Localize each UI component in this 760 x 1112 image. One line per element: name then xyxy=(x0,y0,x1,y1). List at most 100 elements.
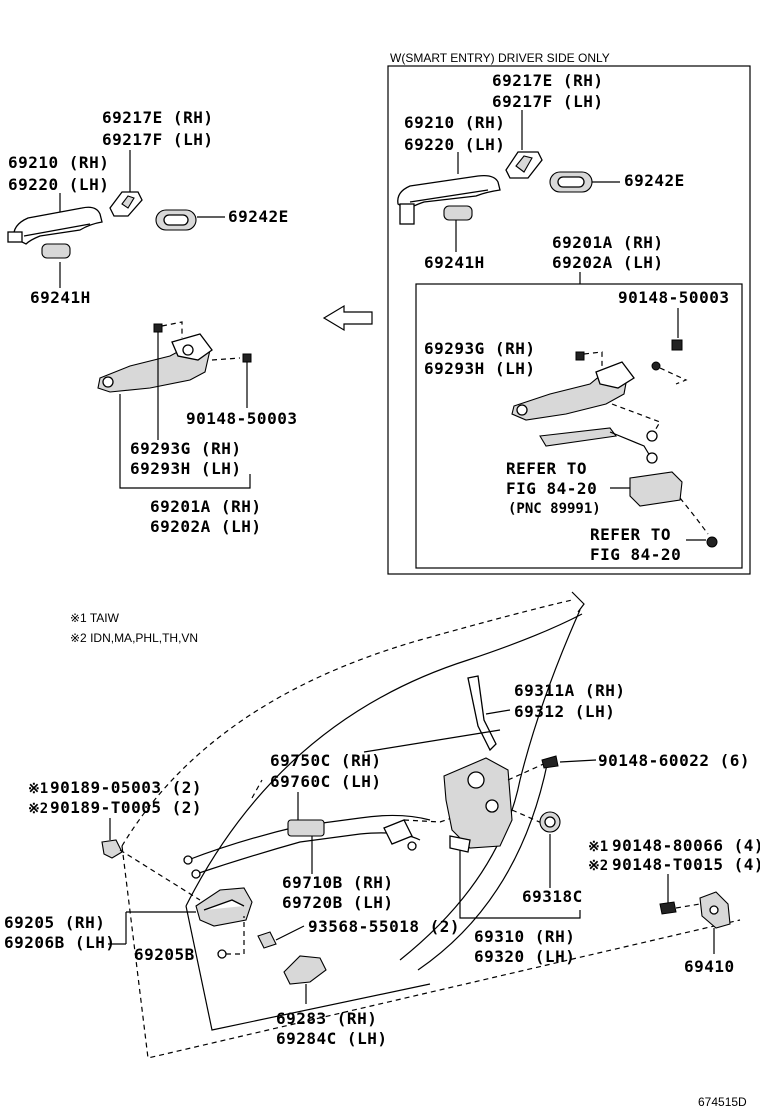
label-90148-T0015: 90148-T0015 (4) xyxy=(612,855,760,874)
label-69720B: 69720B (LH) xyxy=(282,893,393,912)
dash-bolt-left xyxy=(211,357,241,361)
label-69217E-right: 69217E (RH) xyxy=(492,71,603,90)
label-refer1-b: FIG 84-20 xyxy=(506,479,597,498)
label-93568: 93568-55018 (2) xyxy=(308,917,460,936)
frame-bracket-right xyxy=(595,361,635,389)
cable-end2 xyxy=(191,869,201,879)
dash-actuator xyxy=(679,497,709,535)
label-69311A: 69311A (RH) xyxy=(514,681,625,700)
cable-sleeve xyxy=(287,819,325,837)
smart-entry-frame xyxy=(387,65,751,575)
bracket-69310 xyxy=(459,850,581,919)
label-90148-80066: 90148-80066 (4) xyxy=(612,836,760,855)
door-inner-edge xyxy=(185,613,583,907)
cap-69205B xyxy=(217,949,227,959)
leader-69750C xyxy=(363,729,501,753)
cable-lower xyxy=(195,832,421,875)
mark1-a: ※1 xyxy=(28,781,48,797)
arrow-left-icon xyxy=(322,304,373,332)
frame-hole2-left xyxy=(182,344,194,356)
grommet-69318C-inner xyxy=(544,816,556,828)
label-69284C: 69284C (LH) xyxy=(276,1029,387,1048)
label-69242E-right: 69242E xyxy=(624,171,685,190)
label-69293G-right: 69293G (RH) xyxy=(424,339,535,358)
note-1: ※1 TAIW xyxy=(70,611,120,625)
mark2-a: ※2 xyxy=(28,801,48,817)
label-69293G-left: 69293G (RH) xyxy=(130,439,241,458)
label-90189-T0005: 90189-T0005 (2) xyxy=(50,798,202,817)
handle-detail-right xyxy=(409,189,489,203)
dash-striker xyxy=(675,903,701,909)
cable-clip xyxy=(383,819,413,845)
pad-69241H-left xyxy=(41,243,71,259)
dash-lock-cover xyxy=(511,809,545,825)
label-90189-05003: 90189-05003 (2) xyxy=(50,778,202,797)
connector-right xyxy=(646,452,658,464)
label-90148-60022: 90148-60022 (6) xyxy=(598,751,750,770)
label-69210-left: 69210 (RH) xyxy=(8,153,109,172)
screw-refer2 xyxy=(706,536,718,548)
door-inner-lower xyxy=(185,905,431,1031)
label-69242E-left: 69242E xyxy=(228,207,289,226)
label-69205B: 69205B xyxy=(134,945,195,964)
dash-cable-lock xyxy=(403,817,453,823)
label-69410: 69410 xyxy=(684,957,735,976)
frame-hole1-left xyxy=(102,376,114,388)
label-69217F-right: 69217F (LH) xyxy=(492,92,603,111)
label-69220-right: 69220 (LH) xyxy=(404,135,505,154)
label-69206B: 69206B (LH) xyxy=(4,933,115,952)
handle-end-left xyxy=(7,231,23,243)
label-69710B: 69710B (RH) xyxy=(282,873,393,892)
leader-90148-60022 xyxy=(559,759,597,763)
smart-entry-inner-frame xyxy=(415,283,743,569)
door-outline-upper xyxy=(121,599,573,847)
bezel-69283 xyxy=(283,955,327,985)
handle-end-right xyxy=(399,203,415,225)
label-90148-50003-right: 90148-50003 xyxy=(618,288,729,307)
label-69217E-left: 69217E (RH) xyxy=(102,108,213,127)
lock-pin xyxy=(485,799,499,813)
label-refer1-a: REFER TO xyxy=(506,459,587,478)
label-69310: 69310 (RH) xyxy=(474,927,575,946)
label-69283: 69283 (RH) xyxy=(276,1009,377,1028)
label-69210-right: 69210 (RH) xyxy=(404,113,505,132)
label-refer1-c: (PNC 89991) xyxy=(508,501,601,517)
door-section: ※1 TAIW ※2 IDN,MA,PHL,TH,VN 69311A (RH) … xyxy=(4,591,760,1059)
leader-93568 xyxy=(275,925,305,941)
dash-frame-right xyxy=(611,403,661,433)
pad-69242E-inner-left xyxy=(163,214,189,226)
smart-entry-box: W(SMART ENTRY) DRIVER SIDE ONLY 69217E (… xyxy=(387,51,751,575)
outside-handle-left xyxy=(13,206,103,245)
left-handle-group: 69217E (RH) 69217F (LH) 69210 (RH) 69220… xyxy=(7,108,289,307)
dash-clip-right xyxy=(583,351,603,368)
cable-end1 xyxy=(183,855,193,865)
door-lock-assembly xyxy=(443,757,513,849)
label-69293H-left: 69293H (LH) xyxy=(130,459,241,478)
label-refer2-b: FIG 84-20 xyxy=(590,545,681,564)
bolt-90148-right xyxy=(671,339,683,351)
screw-90148-80066 xyxy=(659,901,677,915)
screw-90148-60022 xyxy=(541,755,559,769)
sensor-wire-right xyxy=(609,431,651,457)
dash-69205B xyxy=(226,916,245,955)
dash-cable-end xyxy=(251,779,263,799)
label-69760C: 69760C (LH) xyxy=(270,772,381,791)
door-corner xyxy=(571,591,585,613)
label-69220-left: 69220 (LH) xyxy=(8,175,109,194)
clip-right xyxy=(646,430,658,442)
cylinder-cover-detail-right xyxy=(515,155,533,173)
lock-gear xyxy=(467,771,485,789)
mark2-b: ※2 xyxy=(588,858,608,874)
label-69202A-right: 69202A (LH) xyxy=(552,253,663,272)
label-69217F-left: 69217F (LH) xyxy=(102,130,213,149)
label-refer2-a: REFER TO xyxy=(590,525,671,544)
label-90148-50003-left: 90148-50003 xyxy=(186,409,297,428)
screw-93568 xyxy=(257,931,277,949)
door-outline-lower xyxy=(121,845,741,1059)
label-69202A-left: 69202A (LH) xyxy=(150,517,261,536)
lock-lever xyxy=(449,835,471,853)
smart-entry-title: W(SMART ENTRY) DRIVER SIDE ONLY xyxy=(390,51,610,65)
label-69750C: 69750C (RH) xyxy=(270,751,381,770)
clip-69293-right xyxy=(575,351,585,361)
